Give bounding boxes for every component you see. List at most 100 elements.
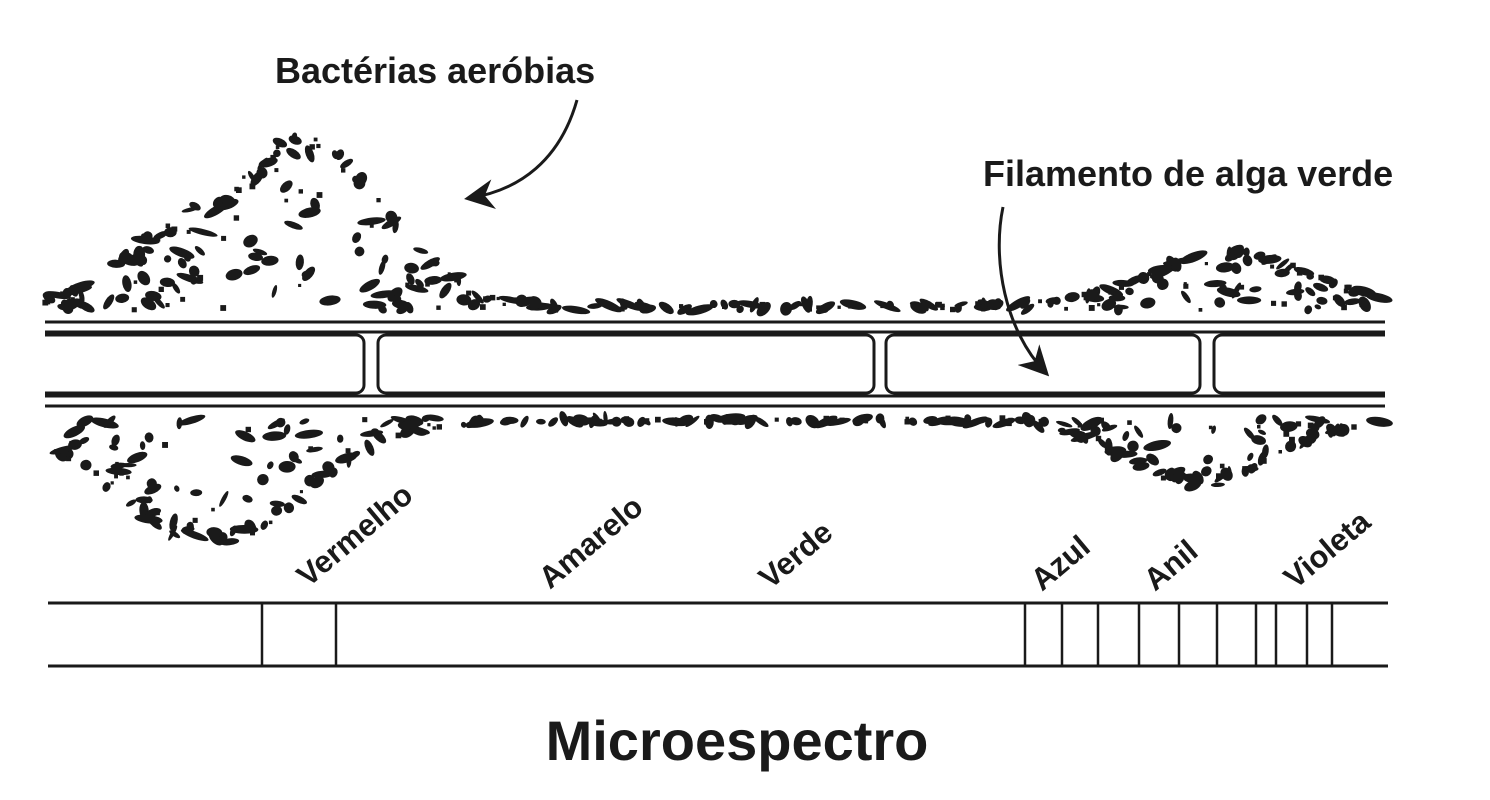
bacterium [1152, 468, 1167, 477]
bacterium [619, 306, 625, 312]
bacterium [1226, 253, 1232, 259]
bacterium [548, 417, 559, 427]
bacterium [439, 282, 452, 299]
bacterium [1278, 450, 1282, 454]
bacterium [1346, 284, 1352, 291]
bacterium [284, 220, 303, 230]
bacterium [820, 305, 827, 311]
bacterium [126, 499, 137, 507]
bacterium [269, 500, 285, 507]
bacterium [186, 521, 194, 530]
bacterium [436, 305, 441, 310]
bacterium [1343, 288, 1349, 294]
bacterium [1122, 430, 1130, 442]
bacterium [1294, 281, 1302, 293]
bacterium [575, 419, 579, 424]
bacterium [283, 424, 291, 435]
bacterium [127, 451, 148, 464]
bacterium [1105, 443, 1110, 448]
bacterium [904, 419, 910, 425]
bacterium [1124, 280, 1128, 285]
bacterium [242, 494, 253, 503]
bacterium [396, 305, 409, 315]
bacterium [1237, 296, 1262, 305]
bacterium [940, 305, 945, 311]
bacterium [1208, 425, 1213, 430]
bacterium [726, 419, 732, 425]
bacterium [271, 505, 283, 516]
bacterium [1077, 423, 1082, 428]
bacterium [286, 147, 301, 160]
bacterium [169, 530, 181, 539]
bacterium [380, 419, 394, 428]
bacterium [392, 219, 399, 234]
bacterium [1101, 424, 1118, 432]
bacterium [245, 426, 251, 433]
bacterium [1097, 438, 1108, 449]
bacterium [115, 293, 130, 303]
bacterium [176, 272, 204, 284]
bacterium [1045, 297, 1060, 305]
bacterium [954, 301, 968, 308]
bacterium [362, 417, 368, 423]
bacterium [1171, 423, 1182, 434]
bacterium [1032, 420, 1045, 433]
bacterium [471, 290, 484, 304]
bacterium [243, 234, 258, 248]
bacterium [924, 302, 929, 312]
bacterium [192, 517, 198, 523]
band-label-azul: Azul [1024, 528, 1097, 597]
bacterium [169, 513, 178, 531]
bacterium [1085, 289, 1097, 301]
bacterium [178, 414, 206, 426]
bacterium [986, 299, 1001, 310]
bacterium [1365, 292, 1393, 303]
bacterium [188, 265, 200, 277]
bacterium [1127, 420, 1132, 425]
bacterium [346, 454, 352, 468]
bacterium [1333, 294, 1346, 307]
bacterium [1229, 247, 1233, 251]
band-label-violeta: Violeta [1277, 503, 1378, 595]
bacterium [1257, 425, 1261, 429]
bacterium [1056, 420, 1073, 428]
bacterium [736, 305, 744, 314]
bacterium [1280, 421, 1298, 432]
bacterium [466, 290, 472, 296]
bacterium [1373, 292, 1377, 296]
bacterium [1281, 301, 1287, 307]
bacterium [139, 255, 148, 265]
bacterium [252, 248, 268, 256]
bacterium [592, 412, 603, 426]
bacterium [103, 415, 116, 428]
bacterium [734, 419, 739, 424]
bacterium [1140, 297, 1156, 309]
bacterium [313, 137, 318, 142]
bacterium [587, 303, 603, 309]
bacterium [1170, 474, 1179, 483]
bacterium [236, 187, 242, 193]
bacterium [233, 215, 240, 221]
bacterium [261, 255, 279, 266]
bacterium [1271, 300, 1277, 306]
bacterium [274, 168, 279, 173]
bacterium [1255, 414, 1267, 425]
bacterium [242, 175, 246, 179]
bacterium [816, 305, 821, 310]
bacterium [611, 416, 622, 427]
bacterium [271, 285, 278, 298]
bacterium [395, 432, 402, 439]
bacterium [460, 421, 467, 428]
bacterium [1115, 450, 1138, 458]
bacterium [114, 474, 118, 479]
bacterium [298, 283, 302, 287]
bacterium [1249, 286, 1262, 293]
bacterium [335, 149, 345, 161]
bacterium [230, 455, 253, 467]
bacterium [992, 417, 1016, 429]
bacterium [1257, 451, 1267, 466]
bacterium [1064, 306, 1068, 311]
bacterium [788, 419, 793, 423]
bacterium [1316, 296, 1328, 305]
bacterium [685, 304, 714, 316]
